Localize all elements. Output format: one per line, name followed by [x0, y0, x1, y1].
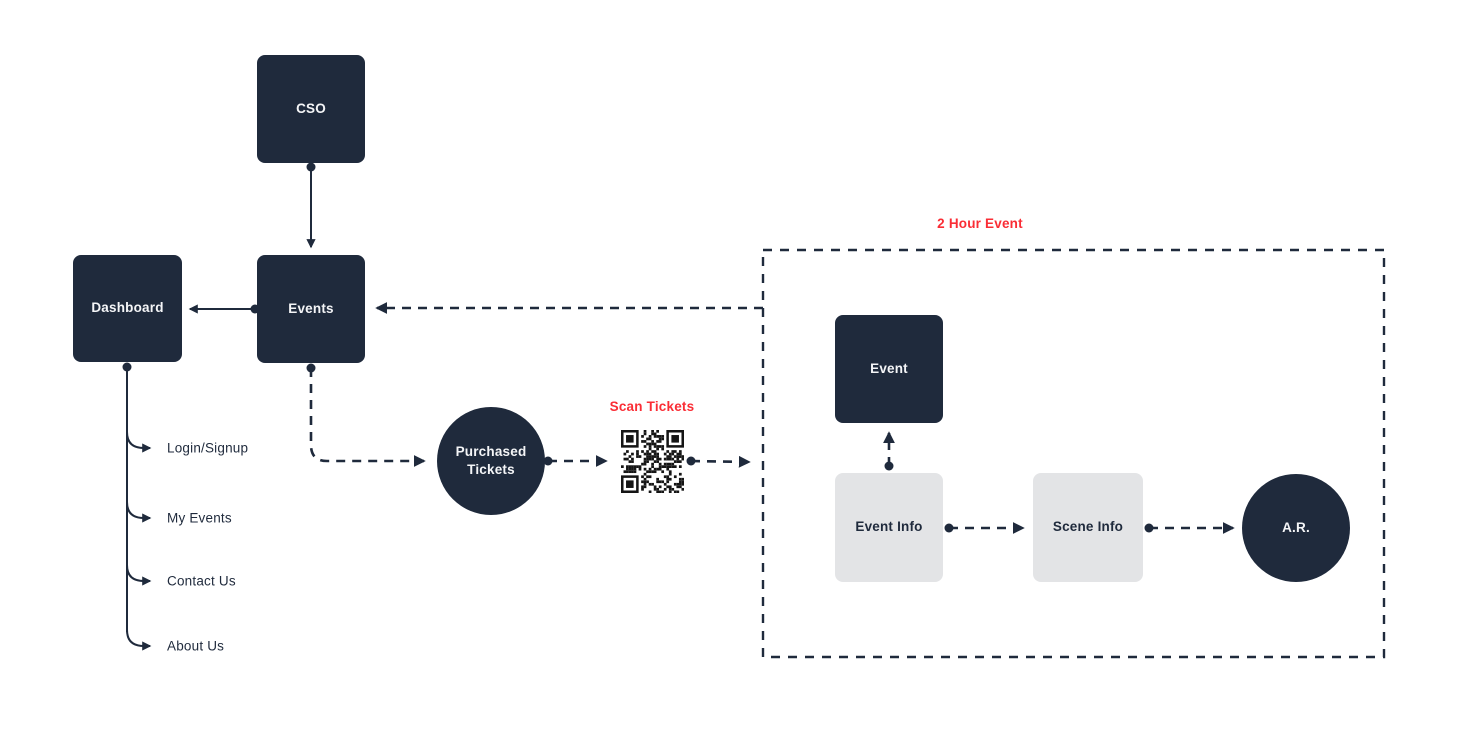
connector-dot: [1144, 523, 1154, 533]
node-purchased-tickets: Purchased Tickets: [437, 407, 545, 515]
node-dashboard-label: Dashboard: [91, 300, 164, 316]
node-dashboard: Dashboard: [73, 255, 182, 362]
two-hour-event-boundary: [761, 248, 1386, 659]
node-event-info: Event Info: [835, 473, 943, 582]
node-event-info-label: Event Info: [855, 519, 923, 535]
connector-dot: [306, 363, 316, 373]
two-hour-event-annotation: 2 Hour Event: [937, 216, 1023, 231]
node-events: Events: [257, 255, 365, 363]
node-event: Event: [835, 315, 943, 423]
menu-item-contact-us: Contact Us: [167, 573, 236, 589]
node-events-label: Events: [288, 300, 334, 316]
arrow-to-login-signup: [126, 431, 152, 453]
connector-dot: [306, 162, 316, 172]
arrow-to-about-us: [126, 629, 152, 651]
node-ar-label: A.R.: [1282, 519, 1310, 535]
node-event-label: Event: [870, 360, 908, 376]
connector-dot: [122, 362, 132, 372]
node-purchased-tickets-label: Purchased Tickets: [455, 443, 527, 477]
node-ar: A.R.: [1242, 474, 1350, 582]
connector-dot: [686, 456, 696, 466]
arrow-to-my-events: [126, 501, 152, 523]
arrow-to-contact-us: [126, 564, 152, 586]
qr-code-image: [621, 430, 684, 493]
connector-dot: [944, 523, 954, 533]
node-cso-label: CSO: [296, 100, 326, 116]
menu-item-about-us: About Us: [167, 638, 225, 654]
node-scene-info: Scene Info: [1033, 473, 1143, 582]
menu-item-my-events: My Events: [167, 510, 232, 526]
menu-item-login-signup: Login/Signup: [167, 440, 249, 456]
connector-dot: [884, 461, 894, 471]
arrow-qr-to-boundary: [690, 455, 751, 468]
scan-tickets-annotation: Scan Tickets: [609, 399, 695, 414]
arrow-events-to-purchased-tickets: [309, 368, 426, 467]
node-scene-info-label: Scene Info: [1052, 519, 1124, 535]
node-cso: CSO: [257, 55, 365, 163]
